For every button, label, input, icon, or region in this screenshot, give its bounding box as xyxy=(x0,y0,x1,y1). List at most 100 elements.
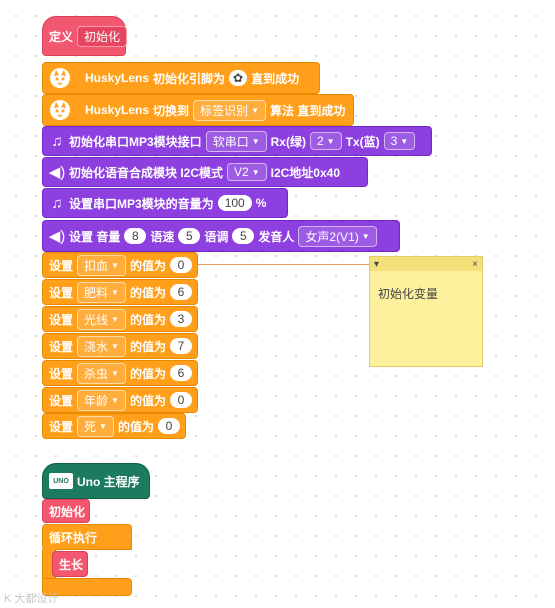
huskylens-init-block[interactable]: HuskyLens 初始化引脚为 ✿ 直到成功 xyxy=(42,62,320,94)
serial-port-value: 软串口 xyxy=(212,134,249,149)
set-label: 设置 xyxy=(49,393,74,408)
chevron-down-icon: ▼ xyxy=(326,136,335,146)
tts-pitch-input[interactable]: 5 xyxy=(232,228,255,244)
value-input[interactable]: 0 xyxy=(157,418,180,434)
variable-dropdown[interactable]: 肥料▼ xyxy=(77,281,126,303)
value-label: 的值为 xyxy=(129,258,166,273)
chevron-down-icon: ▼ xyxy=(111,341,119,351)
value-input[interactable]: 6 xyxy=(169,365,192,381)
uno-main-hat-block[interactable]: UNO Uno 主程序 xyxy=(42,463,150,499)
serial-port-dropdown[interactable]: 软串口▼ xyxy=(205,130,267,152)
chevron-down-icon: ▼ xyxy=(111,287,119,297)
volume-input[interactable]: 100 xyxy=(217,195,252,211)
huskylens-init-text2: 直到成功 xyxy=(251,71,300,86)
comment-header[interactable]: ▾ × xyxy=(370,257,482,271)
value-input[interactable]: 6 xyxy=(169,284,192,300)
tx-pin-dropdown[interactable]: 3▼ xyxy=(383,132,416,150)
chevron-down-icon: ▼ xyxy=(400,136,409,146)
set-variable-block[interactable]: 设置 死▼ 的值为 0 xyxy=(42,413,186,439)
call-init-block[interactable]: 初始化 xyxy=(42,499,90,523)
huskylens-brand: HuskyLens xyxy=(85,103,150,117)
variable-dropdown[interactable]: 扣血▼ xyxy=(77,254,126,276)
call-init-label: 初始化 xyxy=(49,504,86,519)
uno-main-title: Uno 主程序 xyxy=(77,474,140,489)
tx-label: Tx(蓝) xyxy=(345,134,380,149)
set-label: 设置 xyxy=(49,285,74,300)
set-label: 设置 xyxy=(49,419,74,434)
speaker-icon: ◀) xyxy=(48,228,66,245)
set-variable-block[interactable]: 设置 年龄▼ 的值为 0 xyxy=(42,387,198,413)
tts-init-block[interactable]: ◀) 初始化语音合成模块 I2C模式 V2▼ I2C地址0x40 xyxy=(42,157,368,187)
chevron-down-icon: ▼ xyxy=(111,395,119,405)
value-input[interactable]: 0 xyxy=(169,257,192,273)
variable-dropdown[interactable]: 杀虫▼ xyxy=(77,362,126,384)
comment-connector xyxy=(198,264,370,265)
set-label: 设置 xyxy=(49,366,74,381)
value-input[interactable]: 7 xyxy=(169,338,192,354)
tts-voice-dropdown[interactable]: 女声2(V1)▼ xyxy=(298,225,377,247)
variable-dropdown[interactable]: 年龄▼ xyxy=(77,389,126,411)
tts-voice-value: 女声2(V1) xyxy=(305,229,359,244)
pin-select-gear-icon[interactable]: ✿ xyxy=(229,70,248,86)
value-label: 的值为 xyxy=(129,312,166,327)
chevron-down-icon: ▼ xyxy=(361,231,370,241)
variable-dropdown[interactable]: 浇水▼ xyxy=(77,335,126,357)
value-label: 的值为 xyxy=(129,366,166,381)
variable-dropdown[interactable]: 死▼ xyxy=(77,415,114,437)
variable-dropdown[interactable]: 光线▼ xyxy=(77,308,126,330)
set-variable-block[interactable]: 设置 扣血▼ 的值为 0 xyxy=(42,252,198,278)
rx-label: Rx(绿) xyxy=(270,134,306,149)
value-label: 的值为 xyxy=(129,339,166,354)
huskylens-brand: HuskyLens xyxy=(85,71,150,85)
huskylens-switch-block[interactable]: HuskyLens 切换到 标签识别▼ 算法 直到成功 xyxy=(42,94,354,126)
tts-volume-input[interactable]: 8 xyxy=(124,228,147,244)
chevron-down-icon: ▼ xyxy=(99,421,107,431)
mp3-init-block[interactable]: ♫ 初始化串口MP3模块接口 软串口▼ Rx(绿) 2▼ Tx(蓝) 3▼ xyxy=(42,126,432,156)
collapse-icon[interactable]: ▾ xyxy=(374,258,380,270)
huskylens-icon xyxy=(49,67,71,89)
tts-volume-label: 设置 音量 xyxy=(69,229,121,244)
huskylens-switch-text2: 算法 直到成功 xyxy=(269,103,346,118)
mp3-volume-block[interactable]: ♫ 设置串口MP3模块的音量为 100 % xyxy=(42,188,288,218)
mp3-volume-text: 设置串口MP3模块的音量为 xyxy=(69,196,214,211)
variable-name: 年龄 xyxy=(84,393,109,408)
variable-name: 死 xyxy=(84,419,97,434)
set-variable-block[interactable]: 设置 浇水▼ 的值为 7 xyxy=(42,333,198,359)
define-name[interactable]: 初始化 xyxy=(77,25,128,47)
set-variable-block[interactable]: 设置 杀虫▼ 的值为 6 xyxy=(42,360,198,386)
call-grow-block[interactable]: 生长 xyxy=(52,551,88,577)
watermark: K 大都设计 xyxy=(4,593,59,605)
loop-block[interactable]: 循环执行 xyxy=(42,524,132,550)
value-label: 的值为 xyxy=(129,285,166,300)
uno-board-icon: UNO xyxy=(49,473,73,489)
close-icon[interactable]: × xyxy=(472,258,478,270)
music-note-icon: ♫ xyxy=(51,194,63,212)
set-variable-block[interactable]: 设置 光线▼ 的值为 3 xyxy=(42,306,198,332)
comment-note[interactable]: ▾ × 初始化变量 xyxy=(369,256,483,367)
define-hat-block[interactable]: 定义 初始化 xyxy=(42,16,128,56)
set-variable-block[interactable]: 设置 肥料▼ 的值为 6 xyxy=(42,279,198,305)
loop-label: 循环执行 xyxy=(49,530,98,545)
rx-pin-value: 2 xyxy=(316,134,324,148)
tts-version-dropdown[interactable]: V2▼ xyxy=(227,163,267,181)
algorithm-dropdown[interactable]: 标签识别▼ xyxy=(193,99,266,121)
algorithm-value: 标签识别 xyxy=(200,103,249,118)
comment-text[interactable]: 初始化变量 xyxy=(378,287,439,301)
value-label: 的值为 xyxy=(129,393,166,408)
set-label: 设置 xyxy=(49,312,74,327)
huskylens-icon xyxy=(49,99,71,121)
rx-pin-dropdown[interactable]: 2▼ xyxy=(309,132,342,150)
tts-speed-label: 语速 xyxy=(150,229,175,244)
value-input[interactable]: 0 xyxy=(169,392,192,408)
value-label: 的值为 xyxy=(117,419,154,434)
tts-speed-input[interactable]: 5 xyxy=(178,228,201,244)
tts-settings-block[interactable]: ◀) 设置 音量 8 语速 5 语调 5 发音人 女声2(V1)▼ xyxy=(42,220,400,252)
chevron-down-icon: ▼ xyxy=(111,368,119,378)
chevron-down-icon: ▼ xyxy=(111,260,119,270)
set-label: 设置 xyxy=(49,258,74,273)
variable-name: 肥料 xyxy=(84,285,109,300)
value-input[interactable]: 3 xyxy=(169,311,192,327)
mp3-init-text: 初始化串口MP3模块接口 xyxy=(69,134,202,149)
tts-voice-label: 发音人 xyxy=(258,229,295,244)
tts-pitch-label: 语调 xyxy=(204,229,229,244)
